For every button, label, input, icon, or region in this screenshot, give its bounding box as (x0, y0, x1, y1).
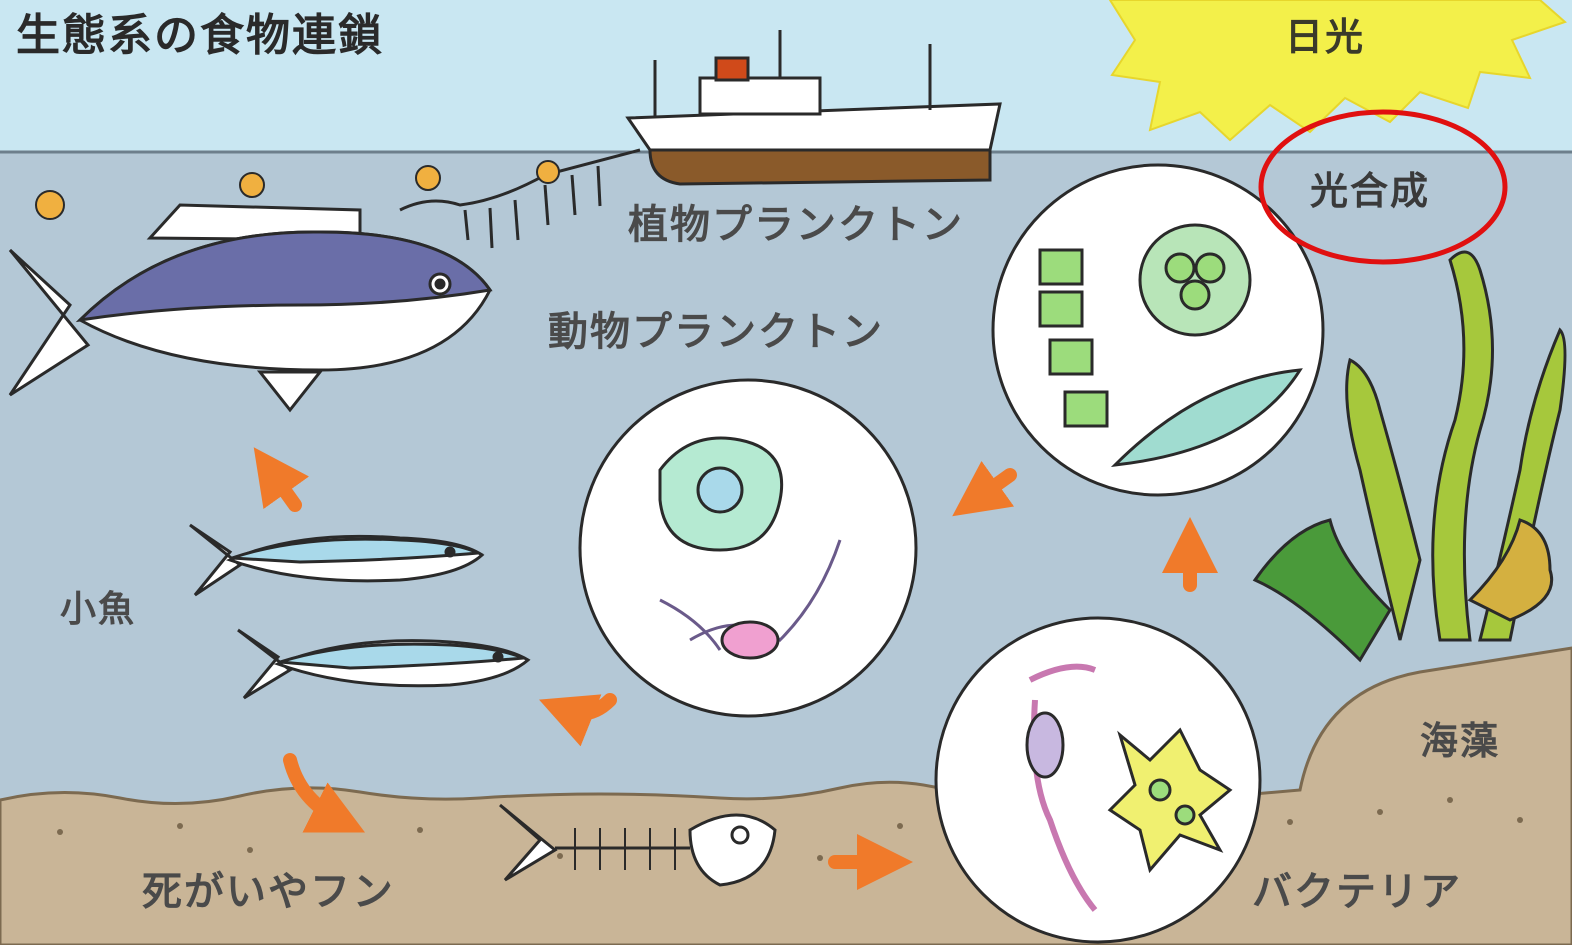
arrow-icon (538, 693, 617, 747)
arrow-icon (283, 753, 366, 833)
bacteria-label: バクテリア (1252, 869, 1462, 915)
big-fish-icon (8, 203, 493, 413)
dead-matter-label: 死がいやフン (142, 869, 395, 915)
small-fish-label: 小魚 (60, 589, 137, 630)
arrow-icon (253, 447, 310, 512)
zooplankton-label: 動物プランクトン (548, 309, 884, 355)
net-float-icons (35, 160, 560, 220)
seabed-specks (57, 797, 1523, 861)
phytoplankton-circle (991, 163, 1325, 497)
sun-icon (1108, 0, 1567, 142)
arrow-icon (952, 460, 1017, 517)
fishing-ship-icon (625, 30, 1002, 186)
fishing-net (399, 148, 641, 249)
fish-skeleton-icon (499, 803, 777, 887)
zooplankton-circle (578, 378, 918, 718)
sunlight-label: 日光 (1285, 15, 1366, 59)
small-fish-icon (189, 523, 531, 700)
photosynthesis-highlight (1258, 109, 1508, 265)
diagram-title: 生態系の食物連鎖 (16, 10, 384, 61)
bacteria-circle (934, 616, 1262, 944)
flow-arrows (253, 447, 1218, 890)
seaweed-icon (1252, 250, 1567, 663)
phytoplankton-label: 植物プランクトン (628, 202, 964, 248)
photosynthesis-label: 光合成 (1310, 169, 1431, 213)
seaweed-label: 海藻 (1420, 719, 1501, 763)
